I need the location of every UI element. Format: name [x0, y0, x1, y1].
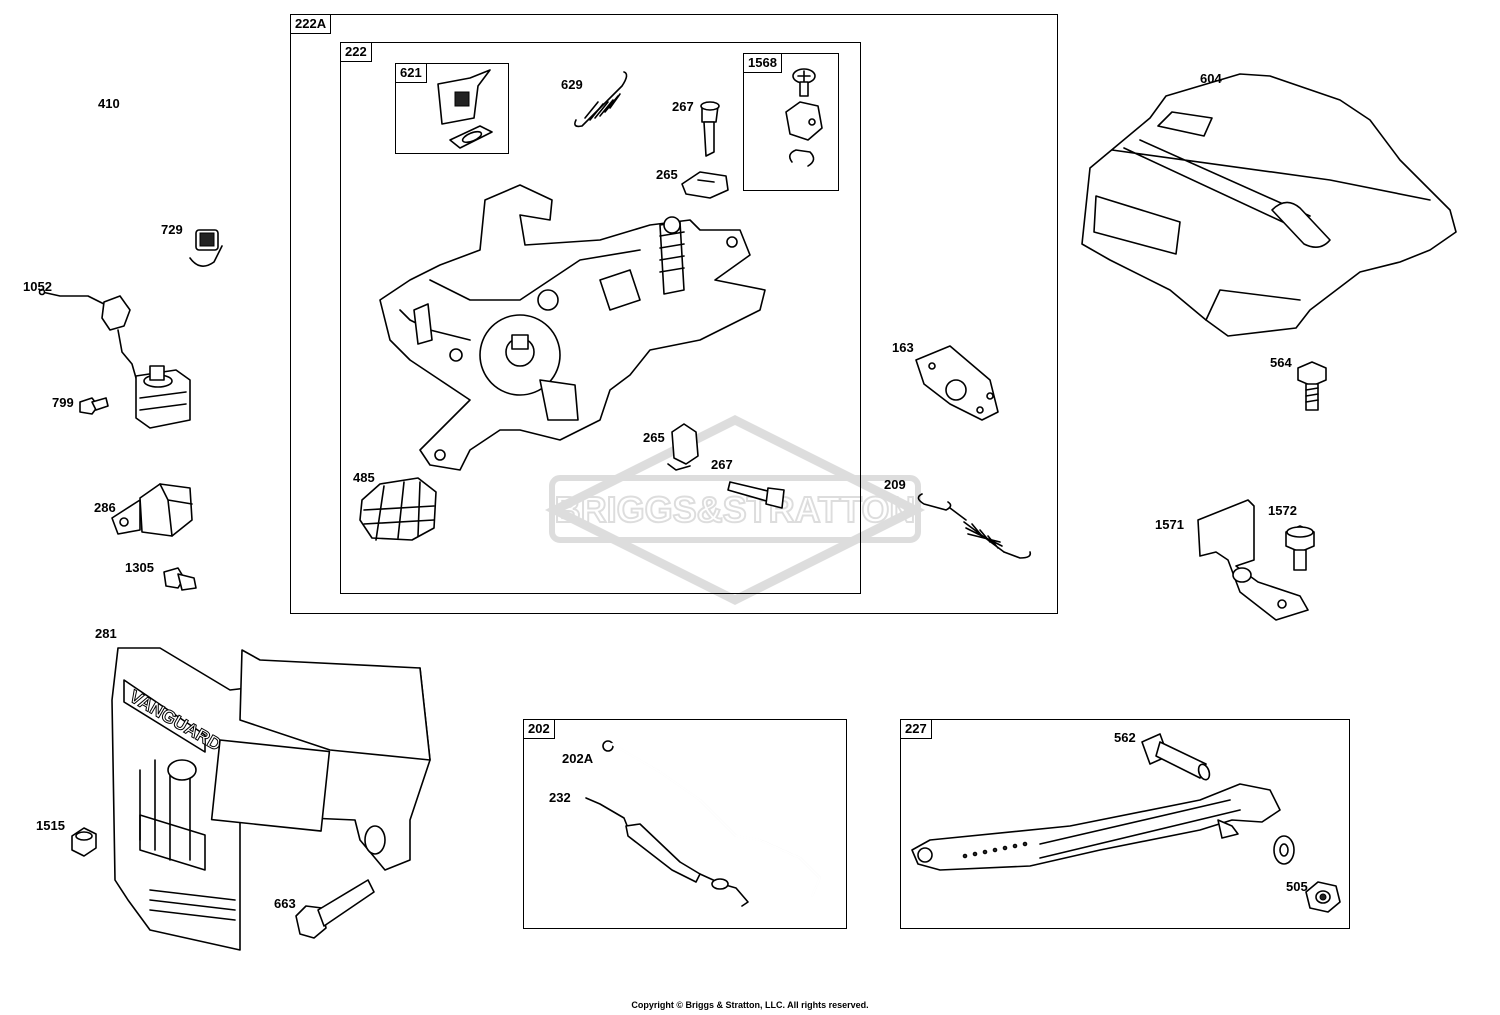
clip-265-bottom	[667, 423, 699, 471]
group-621: 621	[395, 63, 509, 154]
group-202: 202	[523, 719, 847, 929]
bracket-1571	[1197, 499, 1309, 621]
nut-505	[1305, 881, 1341, 913]
governor-assembly-222	[379, 184, 766, 471]
group-222A-tag: 222A	[290, 14, 332, 34]
lever-227	[911, 783, 1281, 871]
group-227: 227	[900, 719, 1350, 929]
shroud-281: VANGUARD	[111, 647, 431, 951]
bolt-1572	[1285, 525, 1315, 571]
bolt-663	[295, 879, 375, 939]
group-222-tag: 222	[340, 42, 372, 62]
group-621-tag: 621	[395, 63, 427, 83]
callout-799: 799	[52, 395, 74, 410]
bolt-1305	[163, 567, 197, 591]
callout-286: 286	[94, 500, 116, 515]
group-222: 222	[340, 42, 861, 594]
clip-729	[189, 229, 223, 267]
group-1568: 1568	[743, 53, 839, 191]
callout-1305: 1305	[125, 560, 154, 575]
callout-562: 562	[1114, 730, 1136, 745]
callout-265-top: 265	[656, 167, 678, 182]
boot-485	[359, 477, 437, 541]
spring-629	[574, 71, 628, 128]
pin-267-bottom	[727, 481, 785, 509]
bolt-564	[1297, 361, 1327, 411]
module-286	[111, 483, 193, 537]
callout-209: 209	[884, 477, 906, 492]
briggs-stratton-watermark: BRIGGS&STRATTON	[544, 414, 926, 606]
callout-265-bottom: 265	[643, 430, 665, 445]
callout-410: 410	[98, 96, 120, 111]
group-1568-tag: 1568	[743, 53, 782, 73]
solenoid-1052	[38, 288, 191, 429]
callout-163: 163	[892, 340, 914, 355]
callout-267-top: 267	[672, 99, 694, 114]
callout-267-bottom: 267	[711, 457, 733, 472]
rod-202A	[602, 740, 822, 898]
tube-410	[100, 85, 203, 173]
callout-663: 663	[274, 896, 296, 911]
callout-604: 604	[1200, 71, 1222, 86]
svg-text:BRIGGS&STRATTON: BRIGGS&STRATTON	[555, 489, 916, 530]
bolt-799	[79, 397, 109, 415]
callout-1052: 1052	[23, 279, 52, 294]
callout-1571: 1571	[1155, 517, 1184, 532]
callout-1572: 1572	[1268, 503, 1297, 518]
callout-281: 281	[95, 626, 117, 641]
cable-232	[585, 797, 749, 907]
clip-265-top	[681, 171, 729, 199]
callout-202A: 202A	[562, 751, 594, 766]
callout-505: 505	[1286, 879, 1308, 894]
callout-1515: 1515	[36, 818, 65, 833]
copyright-footer: Copyright © Briggs & Stratton, LLC. All …	[631, 1000, 869, 1010]
gasket-163	[915, 345, 999, 421]
callout-232: 232	[549, 790, 571, 805]
nut-1515	[71, 827, 97, 857]
clip-621	[437, 69, 493, 149]
spring-209	[917, 493, 1032, 559]
callout-485: 485	[353, 470, 375, 485]
callout-564: 564	[1270, 355, 1292, 370]
group-222A: 222A	[290, 14, 1058, 614]
cover-604	[1081, 73, 1457, 337]
pin-562	[1141, 733, 1211, 781]
swivel-1568	[785, 68, 823, 167]
group-227-tag: 227	[900, 719, 932, 739]
callout-629: 629	[561, 77, 583, 92]
callout-729: 729	[161, 222, 183, 237]
pin-267-top	[700, 101, 720, 157]
washer-562	[1273, 835, 1295, 865]
group-202-tag: 202	[523, 719, 555, 739]
